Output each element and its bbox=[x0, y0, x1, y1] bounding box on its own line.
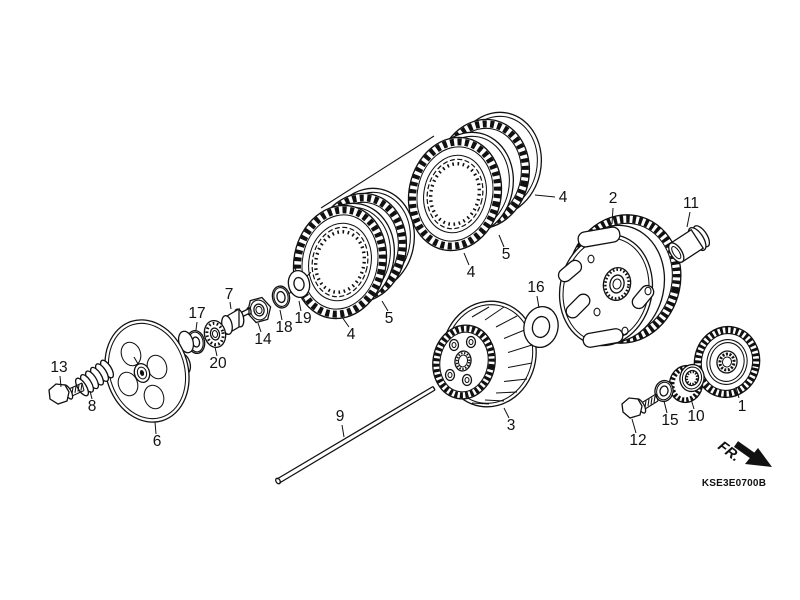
callout-leader-4 bbox=[534, 194, 556, 198]
callout-leader-5 bbox=[381, 300, 389, 312]
callout-leader-19 bbox=[298, 300, 302, 312]
part-number-2: 2 bbox=[609, 190, 618, 207]
part-number-12: 12 bbox=[629, 432, 646, 449]
front-direction-arrow-head bbox=[745, 448, 772, 467]
washer-15-drawing bbox=[654, 379, 674, 403]
callout-leader-9 bbox=[341, 424, 345, 438]
callout-leader-18 bbox=[279, 309, 283, 321]
lifter-plate-drawing bbox=[104, 319, 195, 423]
part-number-18: 18 bbox=[275, 319, 292, 336]
part-number-5: 5 bbox=[385, 310, 394, 327]
sub-gear-drawing bbox=[668, 363, 705, 404]
callout-leader-4 bbox=[341, 316, 350, 328]
callout-leader-16 bbox=[536, 295, 540, 309]
primary-driven-gear-drawing bbox=[693, 325, 761, 399]
callout-leader-14 bbox=[257, 322, 262, 333]
callout-leader-12 bbox=[631, 418, 637, 434]
release-bearing-drawing bbox=[203, 319, 227, 349]
callout-leader-11 bbox=[686, 211, 691, 228]
callout-leader-3 bbox=[503, 407, 510, 419]
clutch-spring-drawing bbox=[74, 359, 115, 397]
part-number-4: 4 bbox=[347, 326, 356, 343]
part-number-3: 3 bbox=[507, 417, 516, 434]
callout-leader-6 bbox=[154, 421, 157, 435]
clutch-disc-stack-right bbox=[407, 111, 543, 252]
part-number-10: 10 bbox=[687, 408, 705, 425]
clutch-center-drawing bbox=[432, 300, 537, 408]
washer-18-drawing bbox=[271, 285, 291, 309]
flange-bolt-12-drawing bbox=[621, 393, 659, 419]
part-number-9: 9 bbox=[336, 408, 345, 425]
part-number-15: 15 bbox=[661, 412, 678, 429]
callout-leader-4 bbox=[463, 252, 470, 266]
part-number-1: 1 bbox=[738, 398, 747, 415]
callout-leader-15 bbox=[663, 400, 668, 414]
clutch-disc-stack-left bbox=[292, 187, 416, 320]
lock-nut-drawing bbox=[246, 296, 272, 324]
callout-leader-17 bbox=[195, 321, 198, 331]
callout-leader-7 bbox=[229, 301, 232, 310]
callout-leader-1 bbox=[735, 386, 740, 399]
part-number-16: 16 bbox=[527, 279, 544, 296]
clutch-outer-drawing bbox=[557, 214, 682, 348]
part-number-4: 4 bbox=[559, 189, 568, 206]
part-number-6: 6 bbox=[153, 433, 162, 450]
callout-leader-2 bbox=[611, 207, 614, 225]
thrust-washer-drawing bbox=[523, 305, 559, 349]
part-number-17: 17 bbox=[188, 305, 205, 322]
callout-leader-10 bbox=[690, 398, 695, 410]
callout-leader-20 bbox=[214, 346, 218, 357]
bushing-drawing bbox=[668, 225, 711, 263]
push-rod-drawing bbox=[275, 385, 436, 485]
callout-leader-5 bbox=[498, 234, 505, 248]
part-number-13: 13 bbox=[50, 359, 67, 376]
part-number-19: 19 bbox=[294, 310, 311, 327]
lock-washer-drawing bbox=[286, 265, 312, 302]
part-number-14: 14 bbox=[254, 331, 272, 348]
front-direction-marker: FR. bbox=[715, 438, 772, 467]
diagram-code: KSE3E0700B bbox=[702, 478, 766, 489]
part-number-4: 4 bbox=[467, 264, 476, 281]
part-number-5: 5 bbox=[502, 246, 511, 263]
assembly-guide-line bbox=[320, 135, 435, 209]
callout-leader-8 bbox=[89, 390, 93, 400]
front-direction-arrow-shaft bbox=[733, 441, 756, 459]
part-number-20: 20 bbox=[209, 355, 227, 372]
flange-bolt-13-drawing bbox=[48, 382, 85, 405]
part-number-7: 7 bbox=[225, 286, 234, 303]
part-number-11: 11 bbox=[683, 195, 699, 212]
part-number-8: 8 bbox=[88, 398, 97, 415]
callout-leader-13 bbox=[59, 375, 62, 388]
